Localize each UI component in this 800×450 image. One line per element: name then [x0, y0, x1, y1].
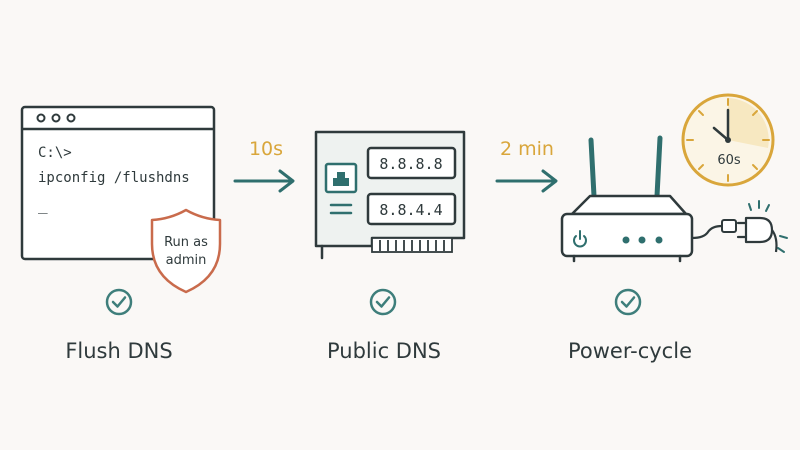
step-label-public-dns: Public DNS — [327, 339, 441, 363]
window-dot-icon — [66, 113, 76, 123]
dns-primary-box: 8.8.8.8 — [366, 146, 457, 180]
terminal-prompt: C:\> — [38, 145, 72, 161]
dns-secondary-value: 8.8.4.4 — [379, 201, 442, 219]
status-light-icon — [655, 236, 663, 244]
power-cable-icon — [691, 219, 737, 240]
check-icon — [105, 288, 133, 316]
step-label-power-cycle: Power-cycle — [568, 339, 692, 363]
status-light-icon — [638, 236, 646, 244]
power-icon — [573, 230, 587, 248]
step-label-flush-dns: Flush DNS — [65, 339, 172, 363]
terminal-cursor: _ — [38, 195, 48, 214]
status-light-icon — [622, 236, 630, 244]
router-icon — [560, 135, 694, 263]
window-dot-icon — [51, 113, 61, 123]
dns-secondary-box: 8.8.4.4 — [366, 192, 457, 226]
admin-shield-icon: Run as admin — [150, 208, 222, 294]
arrow-label-2-min: 2 min — [500, 138, 554, 160]
unplugged-plug-icon — [736, 200, 788, 253]
shield-label-line2: admin — [166, 253, 207, 268]
shield-label-line1: Run as — [164, 235, 208, 250]
equals-icon — [329, 203, 353, 215]
window-dot-icon — [36, 113, 46, 123]
timer-label: 60s — [717, 153, 741, 168]
arrow-right-icon — [495, 169, 558, 193]
check-icon — [369, 288, 397, 316]
arrow-right-icon — [233, 169, 295, 193]
dns-primary-value: 8.8.8.8 — [379, 155, 442, 173]
timer-clock-icon: 60s — [681, 93, 775, 187]
check-icon — [614, 288, 642, 316]
arrow-label-10s: 10s — [249, 138, 283, 160]
ethernet-port-icon — [324, 162, 358, 194]
terminal-command: ipconfig /flushdns — [38, 170, 190, 186]
